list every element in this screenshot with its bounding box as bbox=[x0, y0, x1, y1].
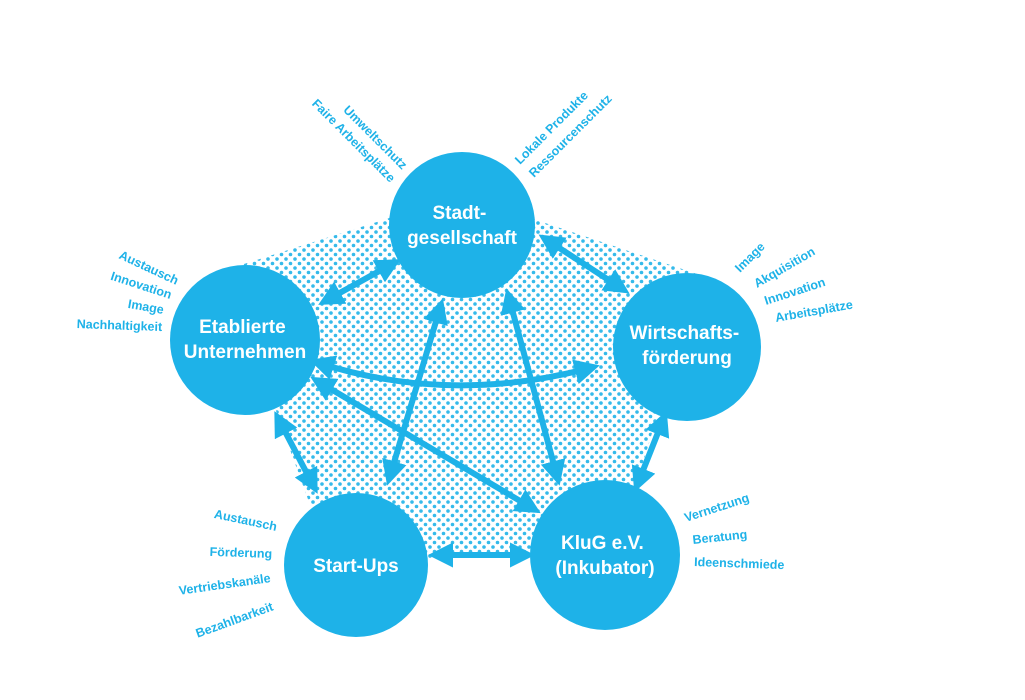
tags-kluG: Vernetzung Beratung Ideenschmiede bbox=[683, 491, 785, 572]
node-label: Start-Ups bbox=[313, 556, 399, 577]
tag-label: Nachhaltigkeit bbox=[77, 317, 164, 334]
node-circle bbox=[284, 493, 428, 637]
node-circle bbox=[613, 273, 761, 421]
tag-label: Image bbox=[732, 240, 767, 275]
node-label: Stadt- gesellschaft bbox=[407, 203, 517, 249]
node-label: Wirtschafts- förderung bbox=[630, 323, 745, 369]
tag-label: Vernetzung bbox=[683, 491, 751, 525]
tag-label: Bezahlbarkeit bbox=[194, 599, 276, 640]
node-circle bbox=[389, 152, 535, 298]
tags-etablierte-unternehmen: Austausch Innovation Image Nachhaltigkei… bbox=[77, 248, 181, 334]
arrow-etab-kluG bbox=[310, 376, 541, 514]
tags-stadt-right: Lokale Produkte Ressourcenschutz bbox=[512, 88, 614, 180]
tag-label: Arbeitsplätze bbox=[774, 298, 854, 325]
node-circle bbox=[170, 265, 320, 415]
node-label: Etablierte Unternehmen bbox=[184, 317, 306, 363]
arrow-wirt-kluG bbox=[631, 410, 670, 493]
connections bbox=[274, 234, 670, 568]
arrow-stadt-wirt bbox=[538, 234, 630, 294]
tag-label: Ideenschmiede bbox=[694, 555, 785, 572]
node-etablierte-unternehmen: Etablierte Unternehmen bbox=[170, 265, 320, 415]
node-circle bbox=[530, 480, 680, 630]
tags-stadt-left: Umweltschutz Faire Arbeitsplätze bbox=[309, 96, 410, 185]
tag-label: Vertriebskanäle bbox=[178, 571, 272, 598]
tag-label: Austausch bbox=[213, 507, 278, 534]
node-stadtgesellschaft: Stadt- gesellschaft bbox=[389, 152, 535, 298]
tag-label: Image bbox=[127, 297, 165, 317]
arrow-stadt-etab bbox=[318, 259, 401, 305]
node-start-ups: Start-Ups bbox=[284, 493, 428, 637]
tags-start-ups: Austausch Förderung Vertriebskanäle Beza… bbox=[178, 507, 278, 641]
node-wirtschaftsfoerderung: Wirtschafts- förderung bbox=[613, 273, 761, 421]
node-kluG-inkubator: KluG e.V. (Inkubator) bbox=[530, 480, 680, 630]
arrow-etab-startups bbox=[274, 411, 318, 494]
node-label: KluG e.V. (Inkubator) bbox=[555, 533, 654, 579]
tag-label: Förderung bbox=[209, 545, 272, 561]
tag-label: Beratung bbox=[692, 527, 748, 547]
